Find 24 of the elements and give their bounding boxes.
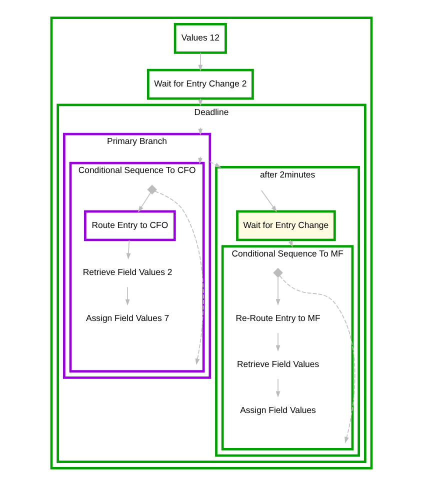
- arrow: [154, 190, 204, 365]
- arrow: [198, 52, 202, 72]
- node-text: Retrieve Field Values 2: [82, 267, 172, 278]
- node-box: Route Entry to CFO: [83, 210, 176, 242]
- arrow: [275, 378, 280, 398]
- node-text: Assign Field Values: [240, 404, 316, 415]
- arrow: [138, 192, 151, 212]
- arrow: [288, 240, 292, 248]
- arrow: [124, 286, 130, 306]
- node-text: Re-Route Entry to MF: [235, 312, 320, 323]
- node-text: Assign Field Values 7: [86, 312, 169, 323]
- arrow: [198, 98, 202, 106]
- arrow: [275, 332, 280, 352]
- arrow: [275, 276, 280, 306]
- node-text: Retrieve Field Values: [236, 358, 319, 369]
- arrow: [198, 127, 202, 136]
- node-diamond: [146, 184, 156, 195]
- arrow: [278, 275, 355, 444]
- node-diamond: [272, 268, 282, 278]
- cluster: [50, 16, 372, 470]
- arrow: [260, 190, 276, 212]
- arrow: [209, 161, 221, 168]
- arrow: [126, 240, 130, 260]
- node-box: Values 12: [173, 22, 226, 54]
